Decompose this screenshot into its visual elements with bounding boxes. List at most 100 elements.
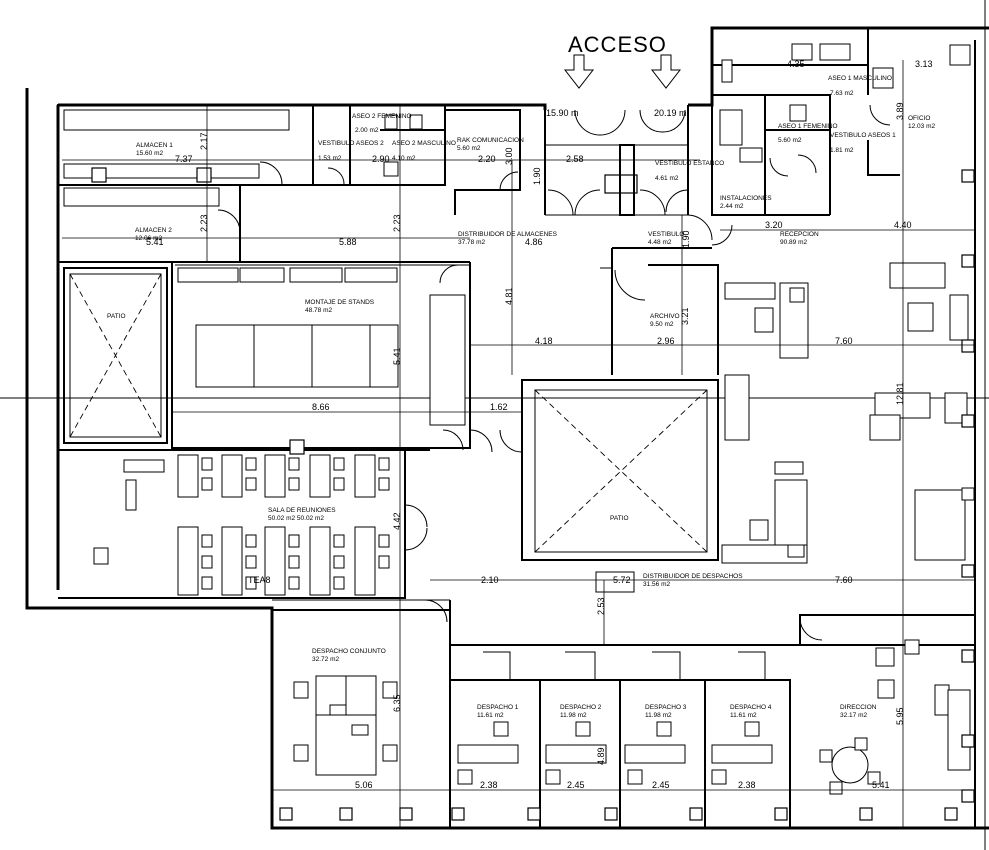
room-despacho1-area: 11.61 m2 <box>477 712 504 719</box>
dim-label: 2.23 <box>392 214 402 232</box>
dim-label: 3.21 <box>680 307 690 325</box>
dim-label: 5.41 <box>392 347 402 365</box>
access-arrow-right <box>650 54 682 89</box>
room-aseo2-femenino-area: 2.00 m2 <box>355 127 379 134</box>
despachos-block <box>450 651 791 828</box>
dim-label: 1.62 <box>490 402 508 412</box>
dim-label: 5.06 <box>355 780 373 790</box>
room-despacho2-area: 11.98 m2 <box>560 712 587 719</box>
room-recepcion-name: RECEPCION <box>780 231 819 238</box>
room-archivo-name: ARCHIVO <box>650 313 680 320</box>
columns <box>279 169 975 821</box>
room-despacho3-name: DESPACHO 3 <box>645 704 687 711</box>
room-instalaciones-name: INSTALACIONES <box>720 195 772 202</box>
patio-left <box>63 267 168 444</box>
dim-label: 2.53 <box>596 597 606 615</box>
room-despacho4-name: DESPACHO 4 <box>730 704 772 711</box>
room-distribuidor-despachos-area: 31.56 m2 <box>643 581 670 588</box>
room-vestibulo-aseos2-area: 1.53 m2 <box>318 155 342 162</box>
room-oficio-name: OFICIO <box>908 115 930 122</box>
dim-label: 7.60 <box>835 575 853 585</box>
dim-label: 4.42 <box>392 512 402 530</box>
room-despacho3-area: 11.98 m2 <box>645 712 672 719</box>
room-vestibulo-estanco-name: VESTIBULO ESTANCO <box>655 160 724 167</box>
dim-label: 5.41 <box>146 237 164 247</box>
dim-label: 15.90 m <box>546 108 579 118</box>
dim-label: 1.90 <box>532 167 542 185</box>
room-almacen2-name: ALMACEN 2 <box>135 227 172 234</box>
room-montaje-name: MONTAJE DE STANDS <box>305 299 375 306</box>
room-aseo2-femenino-name: ASEO 2 FEMENINO <box>352 113 412 120</box>
dim-label: 2.96 <box>657 336 675 346</box>
recepcion-furniture <box>721 262 975 564</box>
dim-label: 4.89 <box>596 747 606 765</box>
vestibulo-estanco-block <box>544 105 689 216</box>
dim-label: 12.81 <box>895 382 905 405</box>
dim-label: 3.20 <box>765 220 783 230</box>
patio-center <box>521 379 719 561</box>
dim-label: 8.66 <box>312 402 330 412</box>
room-distribuidor-despachos-name: DISTRIBUIDOR DE DESPACHOS <box>643 573 743 580</box>
dim-label: 7.60 <box>835 336 853 346</box>
dim-label: 20.19 m <box>654 108 687 118</box>
dim-label: 4.35 <box>787 59 805 69</box>
archivo-block <box>611 214 733 375</box>
dim-label: 4.40 <box>894 220 912 230</box>
room-vestibulo-name: VESTIBULO <box>648 231 684 238</box>
room-despacho-conjunto-name: DESPACHO CONJUNTO <box>312 648 386 655</box>
dim-label: 3.00 <box>504 147 514 165</box>
dim-label: 2.20 <box>478 154 496 164</box>
dim-label: 2.38 <box>738 780 756 790</box>
dim-label: 2.45 <box>567 780 585 790</box>
rak-block <box>445 109 521 215</box>
dim-label: 5.72 <box>613 575 631 585</box>
dim-label: 5.88 <box>339 237 357 247</box>
dim-label: 1.90 <box>681 230 691 248</box>
room-aseo1-masculino-name: ASEO 1 MASCULINO <box>828 75 892 82</box>
dim-label: 2.17 <box>199 132 209 150</box>
dim-label: 4.18 <box>535 336 553 346</box>
dim-label: 2.38 <box>480 780 498 790</box>
room-aseo1-femenino-area: 5.60 m2 <box>778 137 802 144</box>
room-almacen2-area: 12.06 m2 <box>135 235 162 242</box>
dimension-labels: 7.37 2.17 2.90 2.20 3.00 1.90 2.58 15.90… <box>146 59 933 790</box>
room-rak-name: RAK COMUNICACION <box>457 137 524 144</box>
room-patio1-name: PATIO <box>107 313 126 320</box>
room-direccion-area: 32.17 m2 <box>840 712 867 719</box>
despacho-conjunto-block <box>272 609 451 828</box>
room-archivo-area: 9.50 m2 <box>650 321 674 328</box>
dim-label: 5.41 <box>872 780 890 790</box>
room-rak-area: 5.60 m2 <box>457 145 481 152</box>
aseos1-block <box>711 28 971 216</box>
room-vestibulo-aseos2-name: VESTIBULO ASEOS 2 <box>318 140 384 147</box>
room-montaje-area: 48.78 m2 <box>305 307 332 314</box>
room-labels: ALMACEN 1 15.60 m2 ALMACEN 2 12.06 m2 VE… <box>107 75 935 719</box>
room-aseo1-femenino-name: ASEO 1 FEMENINO <box>778 123 838 130</box>
montaje-block <box>171 262 612 453</box>
room-aseo1-masculino-area: 7.63 m2 <box>830 90 854 97</box>
room-vestibulo-aseos1-area: 1.81 m2 <box>830 147 854 154</box>
dim-label: 4.81 <box>504 287 514 305</box>
dim-label: 4.86 <box>525 237 543 247</box>
dim-label: 2.90 <box>372 154 390 164</box>
dim-label: 7.37 <box>175 154 193 164</box>
room-recepcion-area: 90.89 m2 <box>780 239 807 246</box>
room-aseo2-masculino-area: 4.10 m2 <box>392 155 416 162</box>
room-aseo2-masculino-name: ASEO 2 MASCULINO <box>392 140 456 147</box>
dim-label: TEA8 <box>248 575 271 585</box>
access-arrow-left <box>563 54 595 89</box>
room-despacho2-name: DESPACHO 2 <box>560 704 602 711</box>
room-vestibulo-area: 4.48 m2 <box>648 239 672 246</box>
room-almacen1-name: ALMACEN 1 <box>136 142 173 149</box>
dim-label: 2.23 <box>199 214 209 232</box>
room-direccion-name: DIRECCION <box>840 704 877 711</box>
room-oficio-area: 12.03 m2 <box>908 123 935 130</box>
dim-label: 3.13 <box>915 59 933 69</box>
room-sala-name: SALA DE REUNIONES <box>268 507 336 514</box>
room-vestibulo-aseos1-name: VESTIBULO ASEOS 1 <box>830 132 896 139</box>
dim-label: 5.95 <box>895 707 905 725</box>
room-almacen1-area: 15.60 m2 <box>136 150 163 157</box>
room-distribuidor-almacenes-area: 37.78 m2 <box>458 239 485 246</box>
room-distribuidor-almacenes-name: DISTRIBUIDOR DE ALMACENES <box>458 231 558 238</box>
